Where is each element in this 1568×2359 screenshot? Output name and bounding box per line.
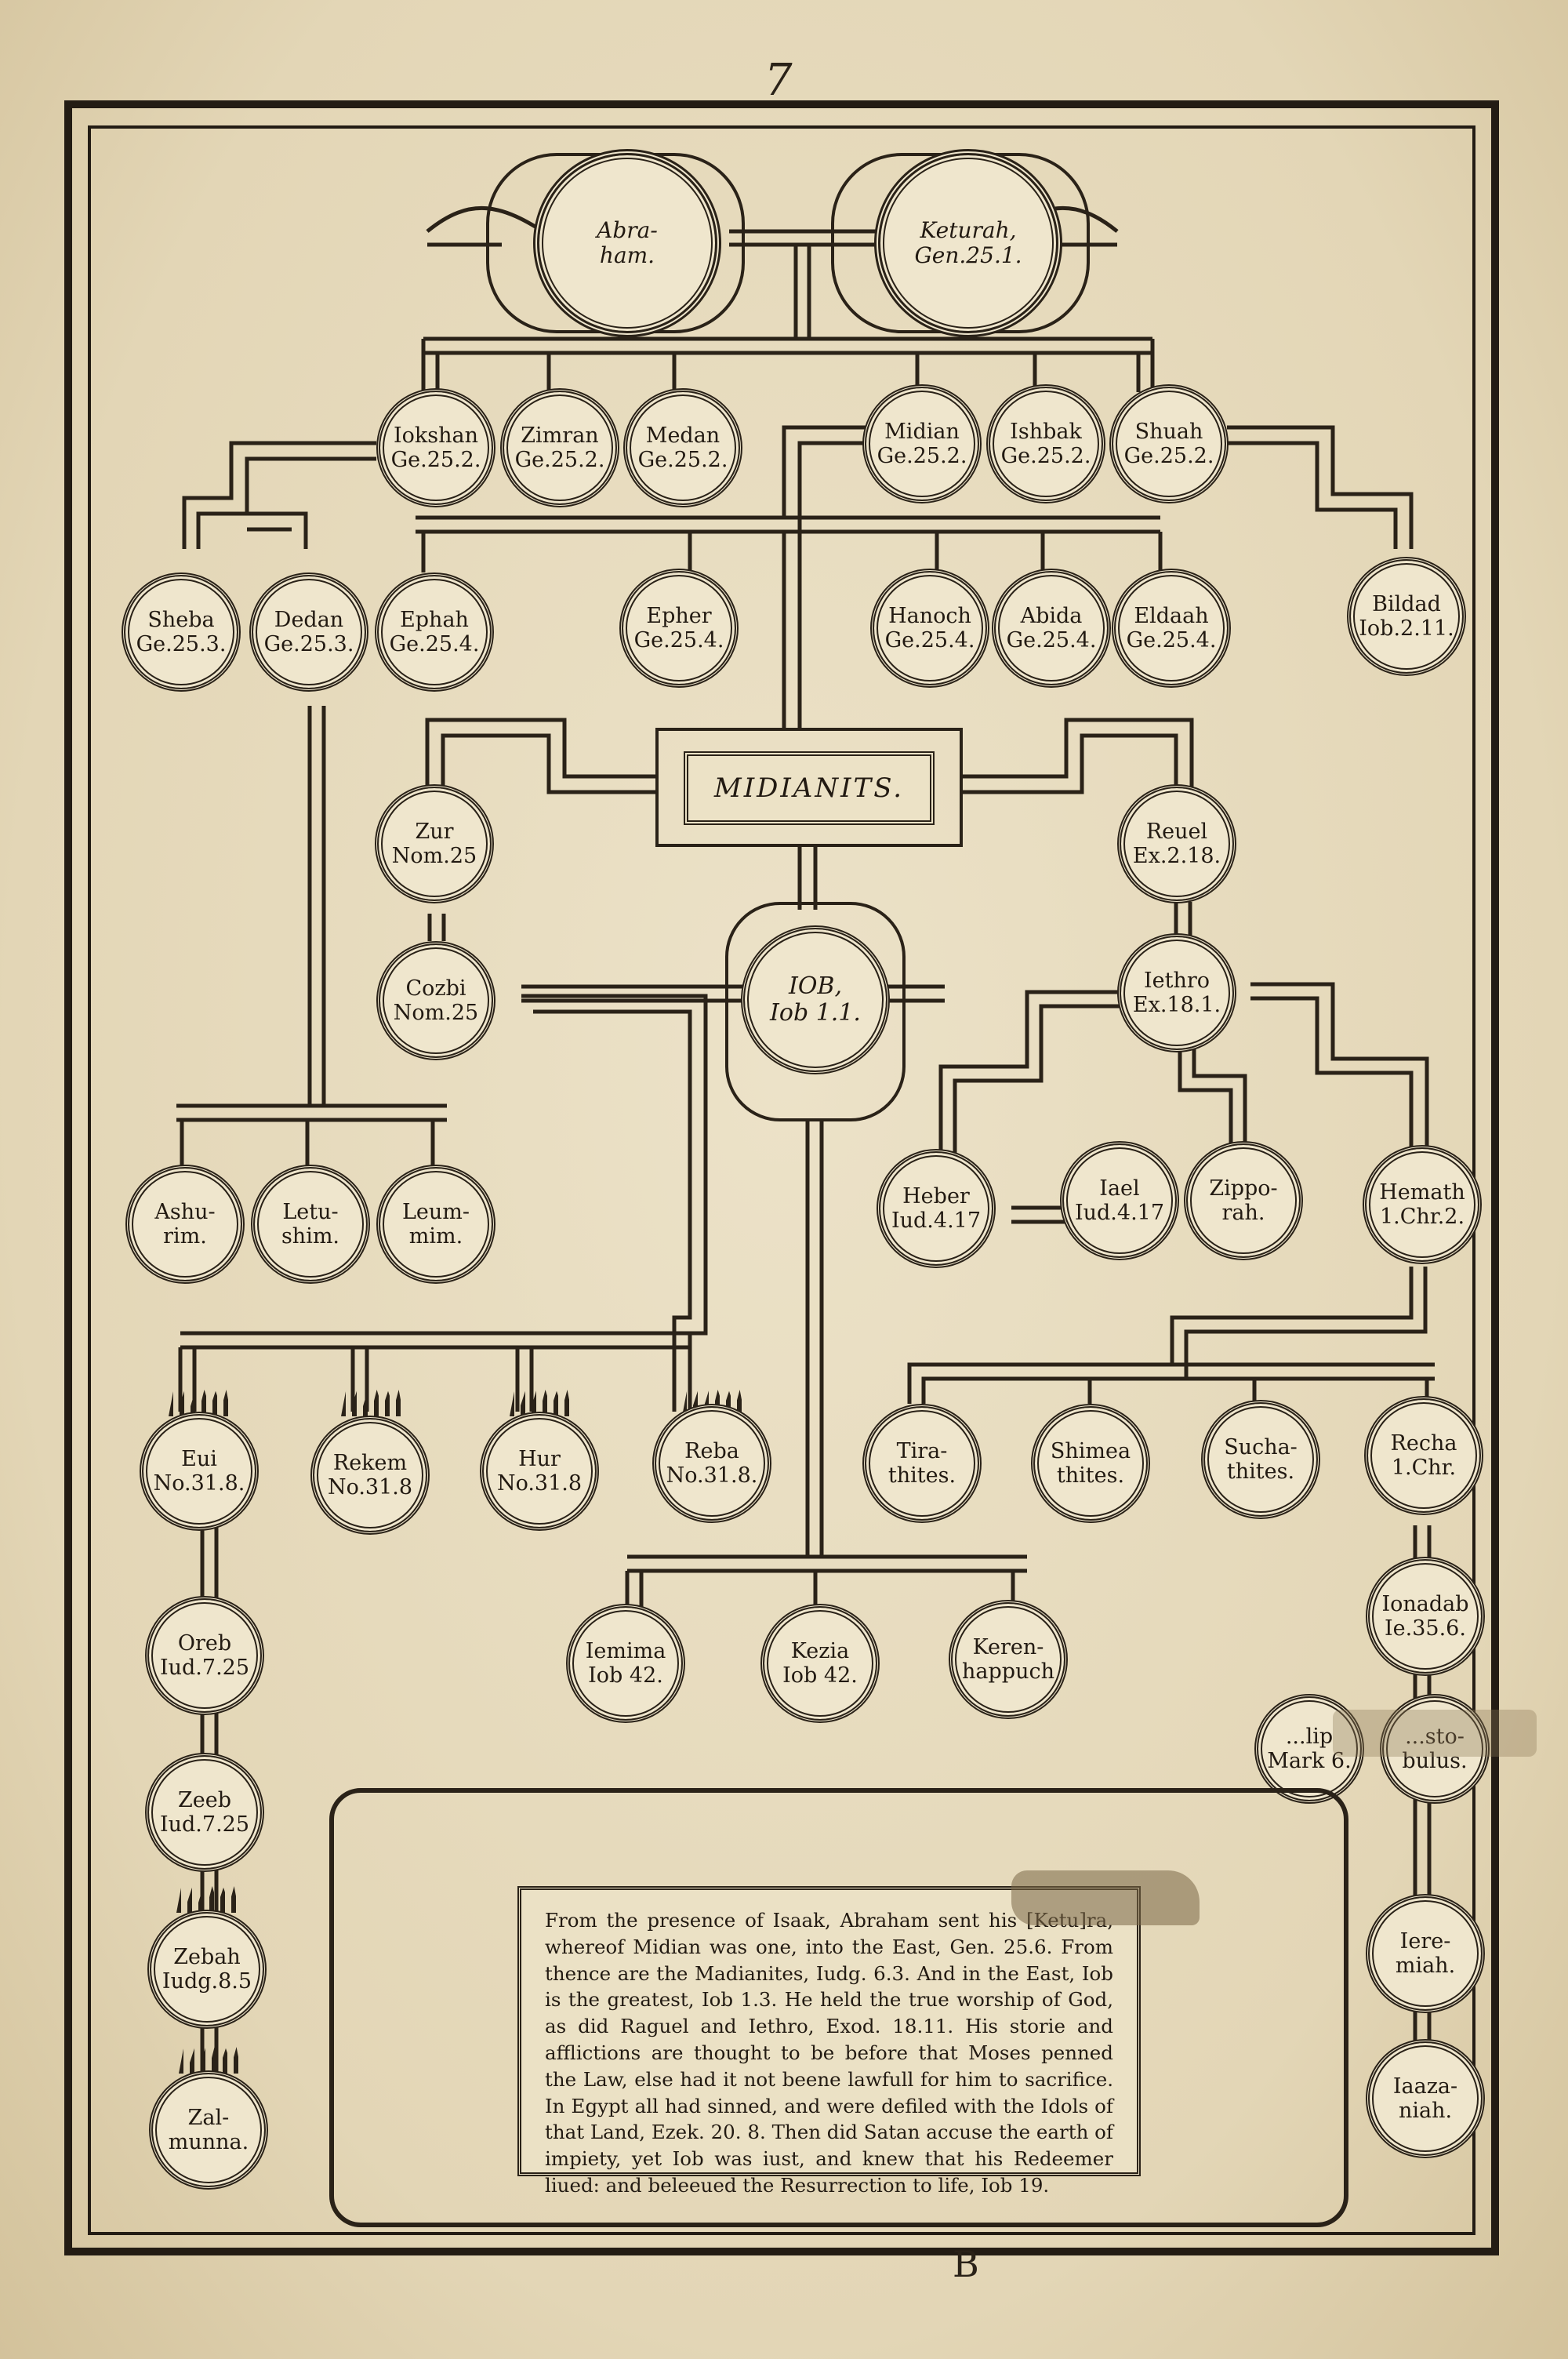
node-evi: Eui No.31.8. <box>140 1412 259 1531</box>
node-reba: Reba No.31.8. <box>652 1404 771 1523</box>
node-ashurim: Ashu- rim. <box>125 1165 245 1284</box>
node-suchathites: Sucha- thites. <box>1201 1400 1320 1519</box>
node-abraham: Abra- ham. <box>533 149 721 337</box>
job-ornament <box>725 902 906 1121</box>
node-hanoch: Hanoch Ge.25.4. <box>870 569 989 688</box>
node-jonadab: Ionadab Ie.35.6. <box>1366 1557 1485 1676</box>
node-jethro: Iethro Ex.18.1. <box>1117 933 1236 1052</box>
node-job: IOB, Iob 1.1. <box>741 925 890 1074</box>
node-shimeathites: Shimea thites. <box>1031 1404 1150 1523</box>
node-eldaah: Eldaah Ge.25.4. <box>1112 569 1231 688</box>
node-hur: Hur No.31.8 <box>480 1412 599 1531</box>
node-ishbak: Ishbak Ge.25.2. <box>986 384 1105 503</box>
node-epher: Epher Ge.25.4. <box>619 569 739 688</box>
paper-tear <box>1011 1870 1200 1925</box>
node-jokshan: Iokshan Ge.25.2. <box>376 388 495 507</box>
node-jael: Iael Iud.4.17 <box>1060 1141 1179 1260</box>
node-dedan: Dedan Ge.25.3. <box>249 572 368 692</box>
midianites-cartouche-frame <box>655 728 963 847</box>
node-rekem: Rekem No.31.8 <box>310 1416 430 1535</box>
node-philip: ...lip Mark 6. <box>1254 1694 1364 1804</box>
node-midian: Midian Ge.25.2. <box>862 384 982 503</box>
node-zipporah: Zippo- rah. <box>1184 1141 1303 1260</box>
caption-cartouche <box>329 1788 1348 2227</box>
node-tirathites: Tira- thites. <box>862 1404 982 1523</box>
node-sheba: Sheba Ge.25.3. <box>122 572 241 692</box>
node-bildad: Bildad Iob.2.11. <box>1347 557 1466 676</box>
node-zeeb: Zeeb Iud.7.25 <box>145 1753 264 1872</box>
caption-text: From the presence of Isaak, Abraham sent… <box>517 1886 1141 2197</box>
page-number: 7 <box>764 55 793 106</box>
paper-tear-right <box>1333 1710 1537 1757</box>
node-aristobulus: ...sto- bulus. <box>1380 1694 1490 1804</box>
node-cozbi: Cozbi Nom.25 <box>376 941 495 1060</box>
node-reuel: Reuel Ex.2.18. <box>1117 784 1236 903</box>
node-zur: Zur Nom.25 <box>375 784 494 903</box>
node-jaazaniah: Iaaza- niah. <box>1366 2039 1485 2158</box>
node-heber: Heber Iud.4.17 <box>877 1149 996 1268</box>
node-shuah: Shuah Ge.25.2. <box>1109 384 1229 503</box>
outer-border <box>64 100 1499 2255</box>
node-jemima: Iemima Iob 42. <box>566 1604 685 1723</box>
midianites-banner: MIDIANITS. <box>684 751 935 825</box>
node-medan: Medan Ge.25.2. <box>623 388 742 507</box>
node-zebah: Zebah Iudg.8.5 <box>147 1910 267 2029</box>
node-oreb: Oreb Iud.7.25 <box>145 1596 264 1715</box>
node-hemath: Hemath 1.Chr.2. <box>1363 1145 1482 1264</box>
node-zimran: Zimran Ge.25.2. <box>500 388 619 507</box>
node-zalmunna: Zal- munna. <box>149 2070 268 2190</box>
signature-mark: B <box>953 2243 979 2285</box>
node-letushim: Letu- shim. <box>251 1165 370 1284</box>
node-ephah: Ephah Ge.25.4. <box>375 572 494 692</box>
node-kerenhappuch: Keren- happuch <box>949 1600 1068 1719</box>
node-leummim: Leum- mim. <box>376 1165 495 1284</box>
node-rechab: Recha 1.Chr. <box>1364 1396 1483 1515</box>
node-kezia: Kezia Iob 42. <box>760 1604 880 1723</box>
node-abida: Abida Ge.25.4. <box>992 569 1111 688</box>
node-jeremiah: Iere- miah. <box>1366 1894 1485 2013</box>
node-keturah: Keturah, Gen.25.1. <box>874 149 1062 337</box>
